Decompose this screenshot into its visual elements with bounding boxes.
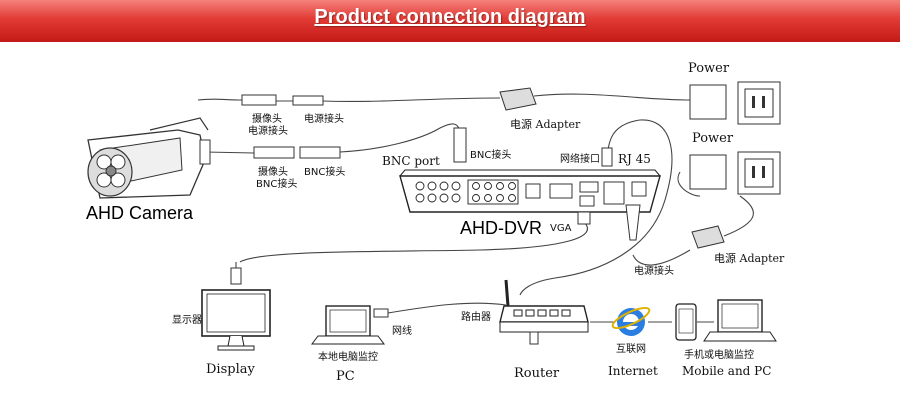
camera-bnc-label: 摄像头 BNC接头 <box>256 165 297 190</box>
adapter-icon <box>499 87 725 249</box>
bnc-plug-top-label: BNC接头 <box>470 148 511 161</box>
pc-label: PC <box>336 369 355 384</box>
router-label: Router <box>514 366 560 381</box>
vga-label: VGA <box>550 223 572 234</box>
dvr-bottom-connectors <box>577 204 641 241</box>
router-icon <box>499 279 589 345</box>
camera-plug-label-line2: 电源接头 <box>248 124 288 137</box>
display-label: Display <box>206 362 255 377</box>
rj45-label: RJ 45 <box>618 152 651 166</box>
mobile-cn-label: 手机或电脑监控 <box>684 348 754 361</box>
camera-bnc-label-line2: BNC接头 <box>256 177 297 190</box>
connectors <box>241 94 613 167</box>
dvr-label: AHD-DVR <box>460 218 542 238</box>
display-cn-label: 显示器 <box>172 314 202 326</box>
camera-label: AHD Camera <box>86 203 194 223</box>
camera-bnc-label-line1: 摄像头 <box>258 165 288 178</box>
bnc-plug-label: BNC接头 <box>304 165 345 178</box>
camera-plug-label-line1: 摄像头 <box>252 112 282 125</box>
dvr-icon <box>399 169 661 213</box>
router-cn-label: 路由器 <box>461 310 491 323</box>
power-mid-label: Power <box>692 131 734 146</box>
camera-plug-label: 摄像头 电源接头 <box>248 112 288 137</box>
adapter-mid-label: 电源 Adapter <box>714 251 785 265</box>
laptop-icon <box>311 305 389 345</box>
page-title: Product connection diagram <box>314 6 586 28</box>
mobile-label: Mobile and PC <box>682 364 771 378</box>
monitor-icon <box>201 267 271 351</box>
pc-cn-label: 本地电脑监控 <box>318 350 378 363</box>
internet-label: Internet <box>608 364 658 378</box>
internet-cn-label: 互联网 <box>616 343 646 355</box>
dvr-power-plug-label: 电源接头 <box>634 264 674 277</box>
header-banner: Product connection diagram <box>0 0 900 42</box>
cable-cn-label: 网线 <box>392 324 412 337</box>
internet-explorer-icon <box>611 306 651 336</box>
cables <box>197 93 754 323</box>
power-outlet-icon <box>689 81 781 195</box>
adapter-top-label: 电源 Adapter <box>510 117 581 131</box>
mobile-laptop-icon <box>703 299 777 342</box>
power-plug-label: 电源接头 <box>304 112 344 125</box>
net-port-label: 网络接口 <box>560 152 600 165</box>
bnc-port-label: BNC port <box>382 154 440 168</box>
power-top-label: Power <box>688 61 730 76</box>
phone-icon <box>675 303 697 341</box>
camera-icon <box>87 117 211 199</box>
